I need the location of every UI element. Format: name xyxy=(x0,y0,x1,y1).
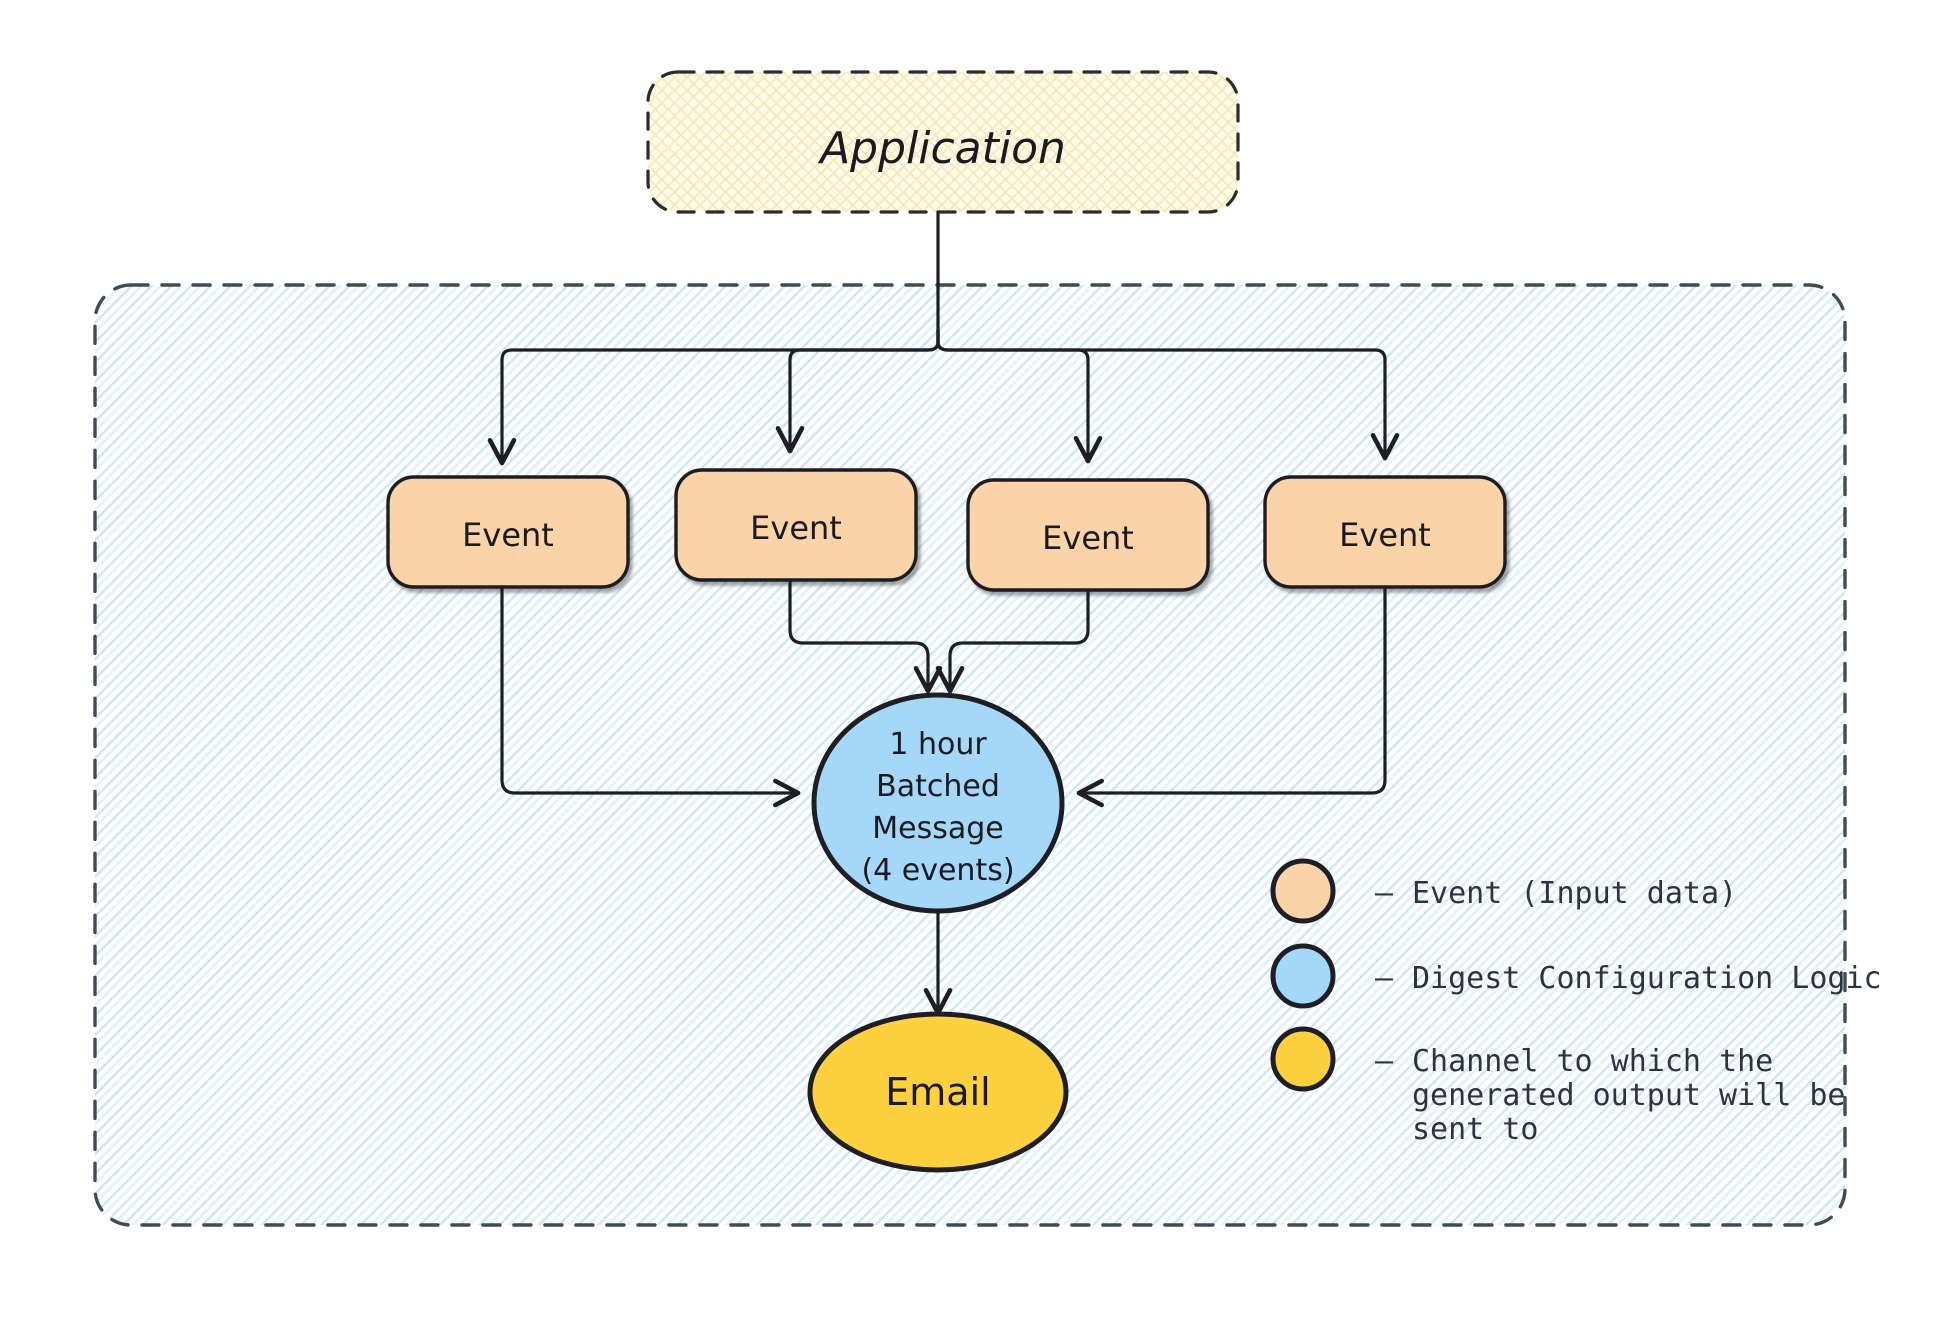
edge-event-1-to-digest xyxy=(500,585,801,808)
edge-event-3-to-digest xyxy=(935,588,1090,694)
event-box-2 xyxy=(674,468,918,582)
application-box xyxy=(646,70,1240,214)
event-node-2[interactable]: Event xyxy=(674,468,918,582)
event-label-4: Event xyxy=(1339,516,1431,554)
application-label: Application xyxy=(817,123,1066,174)
legend-item-channel: – Channel to which the generated output … xyxy=(1270,1026,1845,1147)
legend-swatch-digest-icon xyxy=(1270,943,1336,1009)
digest-line-4: (4 events) xyxy=(861,853,1014,888)
digest-line-2: Batched xyxy=(876,769,1000,804)
legend-text-channel-1: Channel to which the xyxy=(1412,1044,1773,1079)
legend-text-channel-2: generated output will be xyxy=(1412,1078,1845,1113)
legend-swatch-event-icon xyxy=(1270,858,1336,924)
edge-event-4-to-digest xyxy=(1076,585,1387,808)
events-to-digest-edges xyxy=(500,578,1387,808)
channel-node[interactable]: Email xyxy=(807,1011,1069,1173)
event-node-1[interactable]: Event xyxy=(386,475,630,589)
app-to-events-edges xyxy=(487,210,1400,466)
channel-label: Email xyxy=(885,1070,990,1114)
application-node[interactable]: Application xyxy=(646,70,1240,214)
legend-swatch-channel-icon xyxy=(1270,1026,1336,1092)
event-label-3: Event xyxy=(1042,519,1134,557)
event-label-2: Event xyxy=(750,509,842,547)
event-node-3[interactable]: Event xyxy=(966,478,1210,592)
legend-dash-3: – xyxy=(1375,1044,1394,1079)
legend-text-channel-3: sent to xyxy=(1412,1112,1538,1147)
legend: – Event (Input data) – Digest Configurat… xyxy=(1270,858,1882,1147)
edge-app-to-event-4 xyxy=(936,328,1400,461)
event-label-1: Event xyxy=(462,516,554,554)
event-box-1 xyxy=(386,475,630,589)
event-node-4[interactable]: Event xyxy=(1263,475,1507,589)
legend-dash-2: – xyxy=(1375,961,1394,996)
legend-item-event: – Event (Input data) xyxy=(1270,858,1737,924)
legend-text-event: Event (Input data) xyxy=(1412,876,1737,911)
edge-event-2-to-digest xyxy=(788,578,943,694)
legend-item-digest: – Digest Configuration Logic xyxy=(1270,943,1882,1009)
digest-node[interactable]: 1 hour Batched Message (4 events) xyxy=(811,692,1065,914)
digest-line-3: Message xyxy=(872,811,1003,846)
legend-text-digest: Digest Configuration Logic xyxy=(1412,961,1882,996)
legend-dash-1: – xyxy=(1375,876,1394,911)
digest-line-1: 1 hour xyxy=(889,727,987,762)
channel-ellipse xyxy=(807,1011,1069,1173)
